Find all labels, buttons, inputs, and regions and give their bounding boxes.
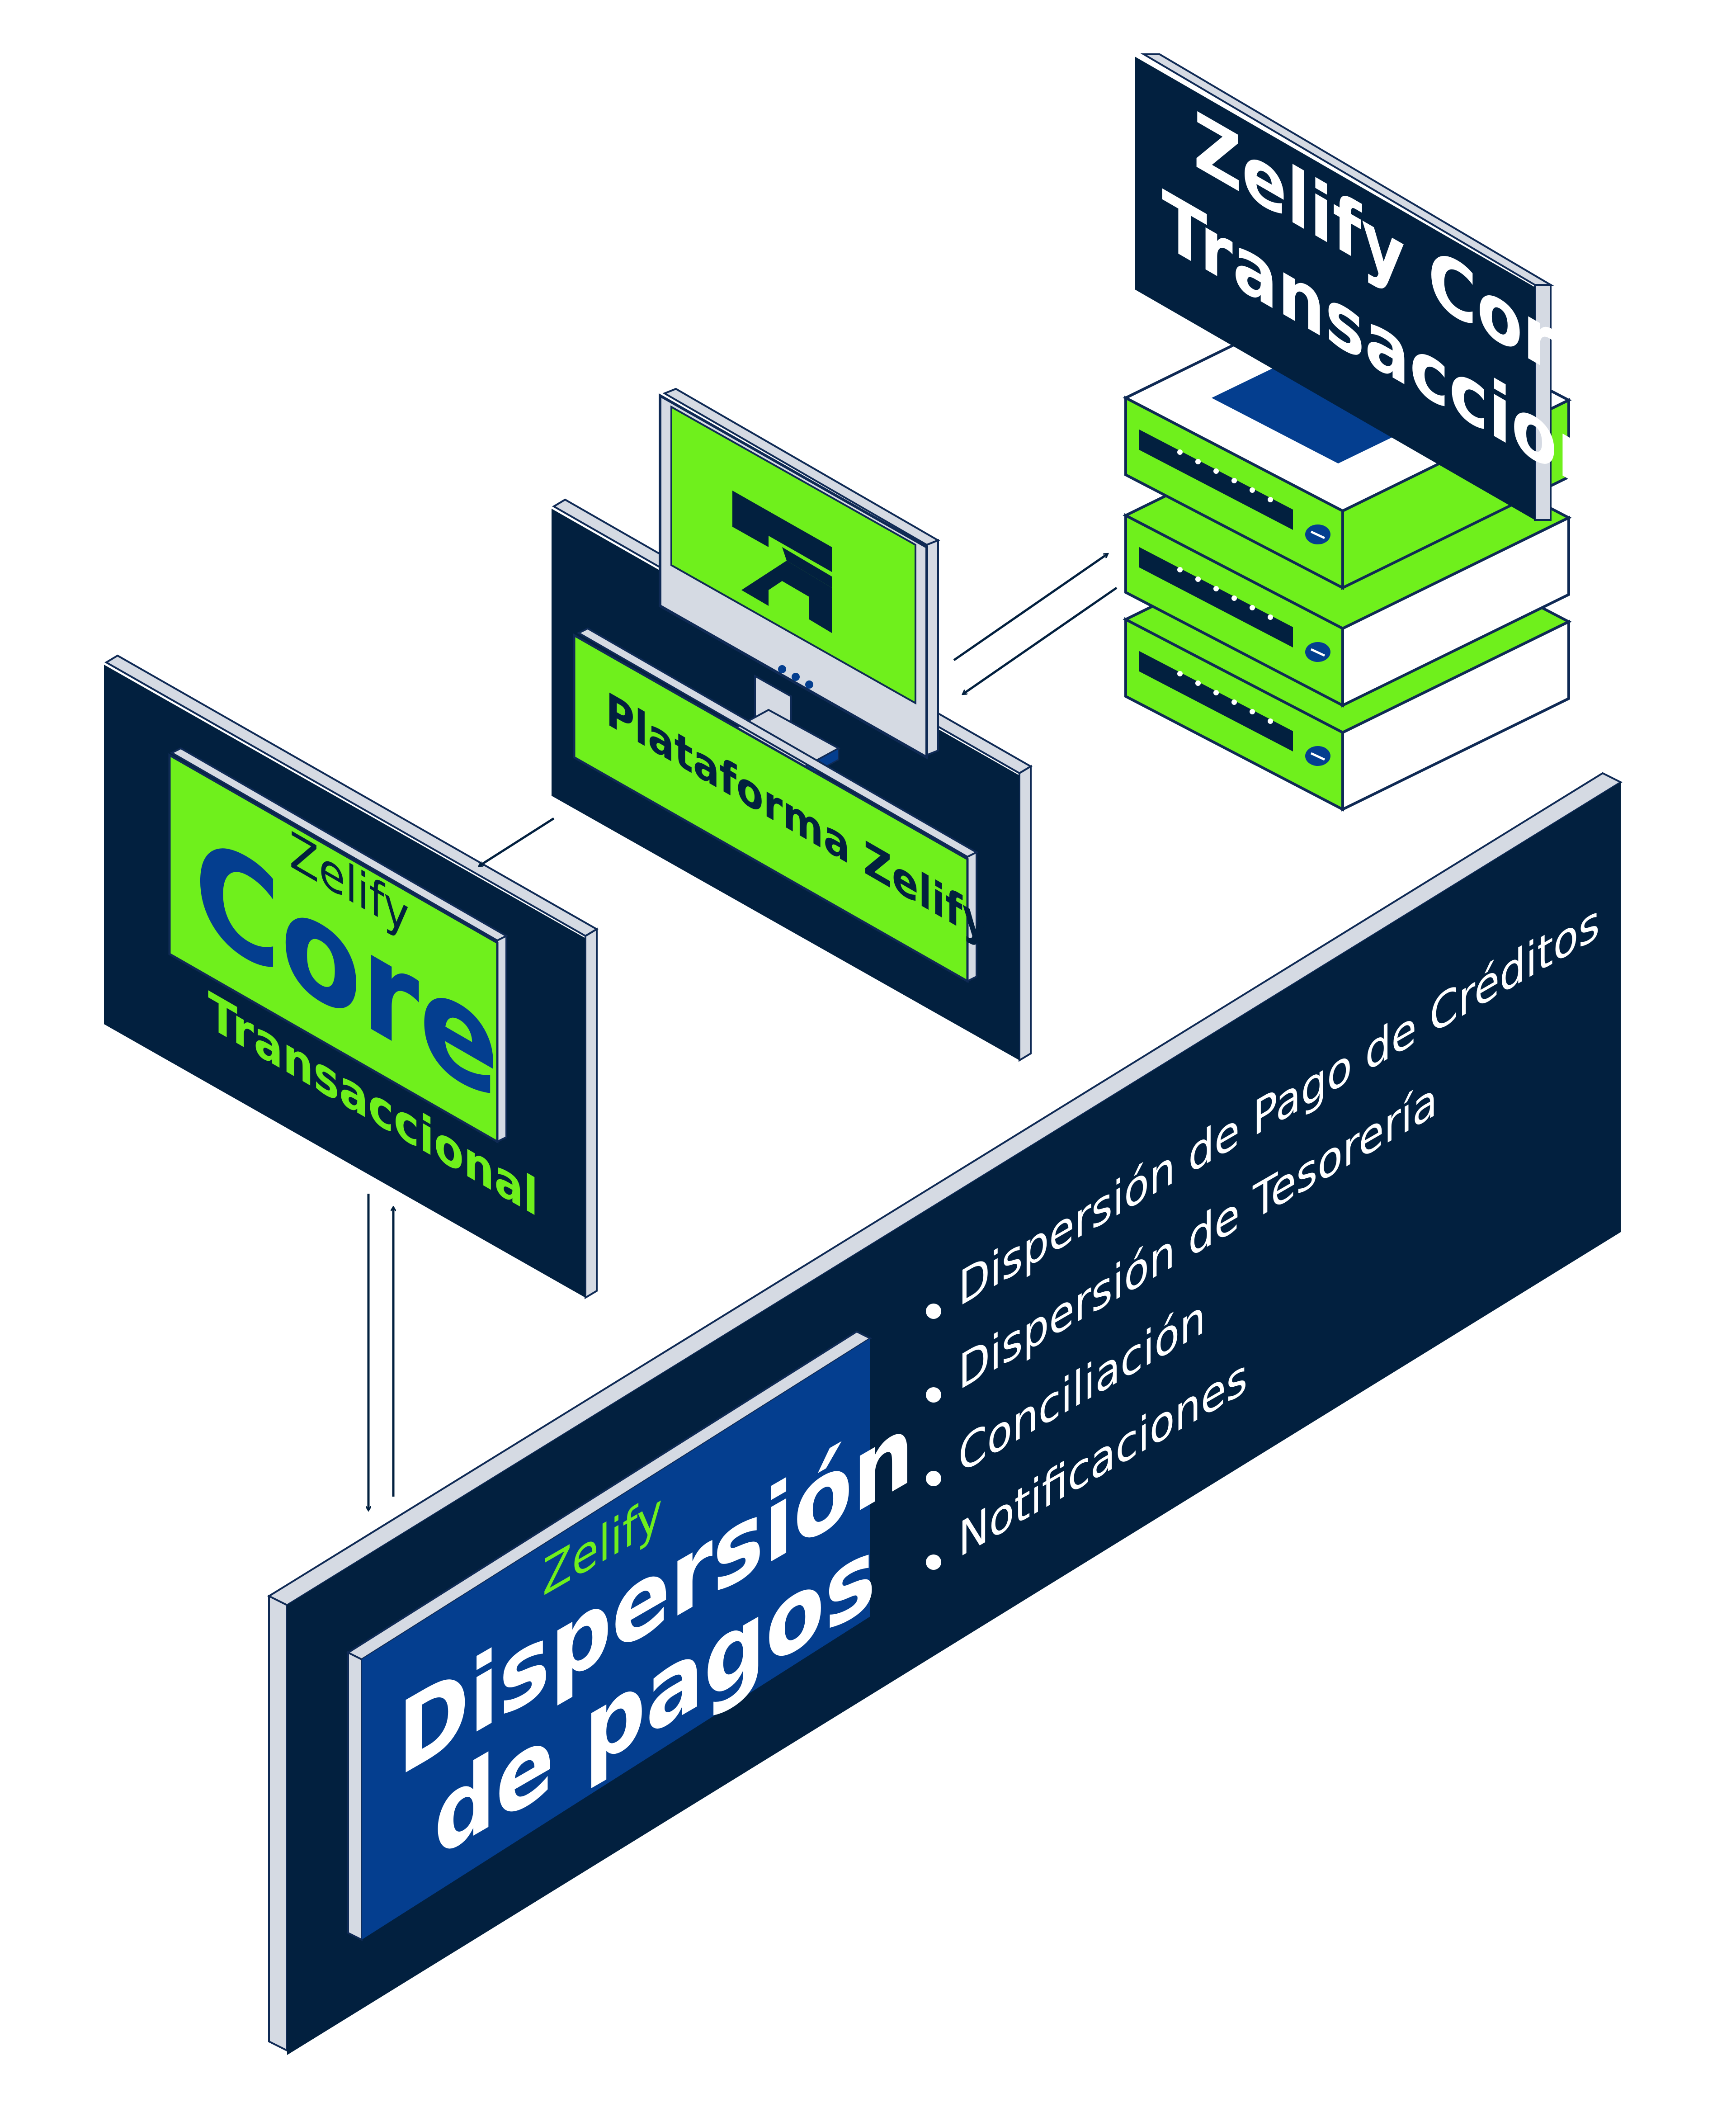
zelify-logo-icon [732, 491, 832, 633]
arrow-server-to-platform [963, 586, 1118, 694]
connector-arrows [368, 554, 1118, 1510]
arrow-platform-to-server [953, 554, 1108, 661]
arrow-platform-to-core [479, 817, 555, 867]
monitor [659, 387, 940, 788]
